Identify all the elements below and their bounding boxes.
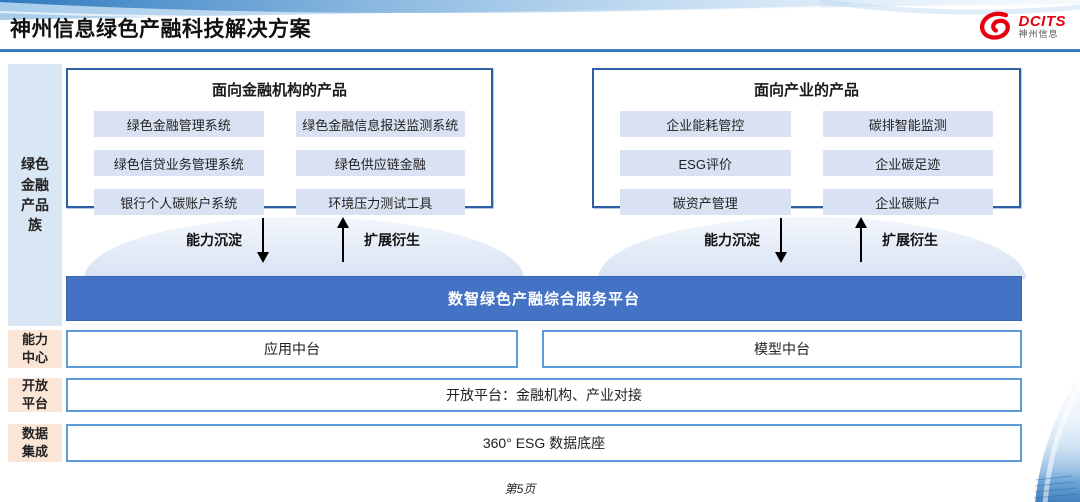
product-item: 企业能耗管控 [620,111,791,137]
product-item: 绿色金融信息报送监测系统 [295,111,465,137]
flow-group-right: 能力沉淀 扩展衍生 [704,214,938,266]
flow-up-label: 扩展衍生 [882,232,938,248]
logo-brand-cn-text: 神州信息 [1018,29,1059,40]
title-divider [0,49,1080,52]
sidebar-label-open-platform: 开放平台 [8,378,62,412]
sidebar-label-product-family: 绿色金融产品族 [8,64,62,326]
row-open-platform: 开放平台：金融机构、产业对接 [66,378,1022,412]
product-item: 绿色供应链金融 [295,150,465,176]
up-arrow-icon [337,217,349,262]
up-arrow-icon [855,217,867,262]
page-title: 神州信息绿色产融科技解决方案 [10,18,311,41]
product-group-financial: 面向金融机构的产品 绿色金融管理系统 绿色金融信息报送监测系统 绿色信贷业务管理… [66,68,493,215]
product-item: 绿色信贷业务管理系统 [94,150,264,176]
logo-brand-text: DCITS [1018,13,1066,31]
product-group-title: 面向金融机构的产品 [211,82,347,99]
product-grid: 企业能耗管控 碳排智能监测 ESG评价 企业碳足迹 碳资产管理 企业碳账户 [620,111,993,215]
flow-down-label: 能力沉淀 [704,232,760,248]
platform-bar: 数智绿色产融综合服务平台 [66,276,1022,321]
product-item: 碳排智能监测 [822,111,993,137]
product-item: ESG评价 [620,150,791,176]
row-application-center: 应用中台 [66,330,518,368]
product-item: 绿色金融管理系统 [94,111,264,137]
product-item: 银行个人碳账户系统 [94,189,264,215]
flow-group-left: 能力沉淀 扩展衍生 [186,214,420,266]
page-number: 第5页 [504,482,536,496]
product-grid: 绿色金融管理系统 绿色金融信息报送监测系统 绿色信贷业务管理系统 绿色供应链金融… [94,111,465,215]
down-arrow-icon [775,218,787,263]
flow-up-label: 扩展衍生 [364,232,420,248]
row-model-center: 模型中台 [542,330,1022,368]
company-logo: DCITS 神州信息 [977,10,1067,44]
sidebar-label-capability-center: 能力中心 [8,330,62,368]
product-group-industry: 面向产业的产品 企业能耗管控 碳排智能监测 ESG评价 企业碳足迹 碳资产管理 … [592,68,1021,215]
product-group-title: 面向产业的产品 [753,82,859,99]
product-item: 企业碳账户 [822,189,993,215]
product-item: 碳资产管理 [620,189,791,215]
product-item: 企业碳足迹 [822,150,993,176]
flow-down-label: 能力沉淀 [186,232,242,248]
down-arrow-icon [257,218,269,263]
dcits-swoosh-icon [979,11,1010,40]
sidebar-label-data-integration: 数据集成 [8,424,62,462]
row-data-base: 360° ESG 数据底座 [66,424,1022,462]
product-item: 环境压力测试工具 [295,189,465,215]
